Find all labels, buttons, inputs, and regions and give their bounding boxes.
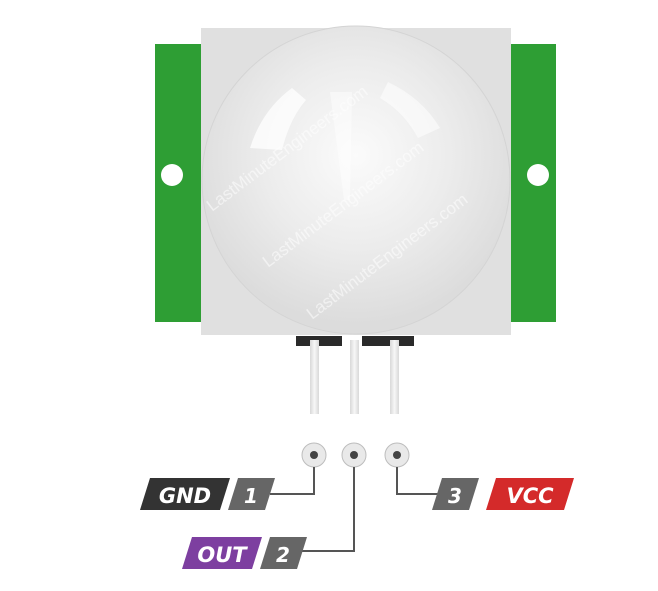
- pin-leader-lines: [270, 467, 440, 552]
- pin-label-out: OUT 2: [182, 537, 307, 569]
- pin-header: [296, 336, 414, 414]
- dome-facet-center: [330, 92, 352, 200]
- dome-facet-left: [250, 88, 306, 150]
- out-tag: [182, 537, 262, 569]
- pin-end-3-center: [393, 451, 401, 459]
- dome-rim: [201, 25, 511, 335]
- pin-number-2-tag: [260, 537, 307, 569]
- pin-number-1: 1: [244, 484, 258, 508]
- pin-label-vcc: 3 VCC: [432, 478, 574, 510]
- pin-leg-1: [310, 340, 319, 414]
- leader-line-1: [270, 467, 315, 495]
- pin-leg-3: [390, 340, 399, 414]
- leader-line-2: [300, 467, 355, 552]
- pin-number-3: 3: [448, 484, 462, 508]
- fresnel-lens-housing: LastMinuteEngineers.com LastMinuteEngine…: [201, 25, 511, 335]
- pin-end-1-center: [310, 451, 318, 459]
- pcb-board: [155, 44, 556, 322]
- pin-label-gnd: GND 1: [140, 478, 275, 510]
- pin-number-3-tag: [432, 478, 479, 510]
- gnd-tag: [140, 478, 230, 510]
- vcc-tag: [486, 478, 574, 510]
- mounting-hole-right: [527, 164, 549, 186]
- mounting-hole-left: [161, 164, 183, 186]
- pin-number-1-tag: [228, 478, 275, 510]
- leader-line-3: [396, 467, 440, 495]
- pin-number-2: 2: [276, 543, 290, 567]
- dome-facet-right: [380, 82, 440, 138]
- vcc-label: VCC: [506, 484, 554, 508]
- pin-end-2-center: [350, 451, 358, 459]
- pin-leg-2: [350, 340, 359, 414]
- gnd-label: GND: [159, 484, 211, 508]
- pin-ends: [301, 442, 410, 468]
- pin-header-base-right: [362, 336, 414, 346]
- out-label: OUT: [197, 543, 248, 567]
